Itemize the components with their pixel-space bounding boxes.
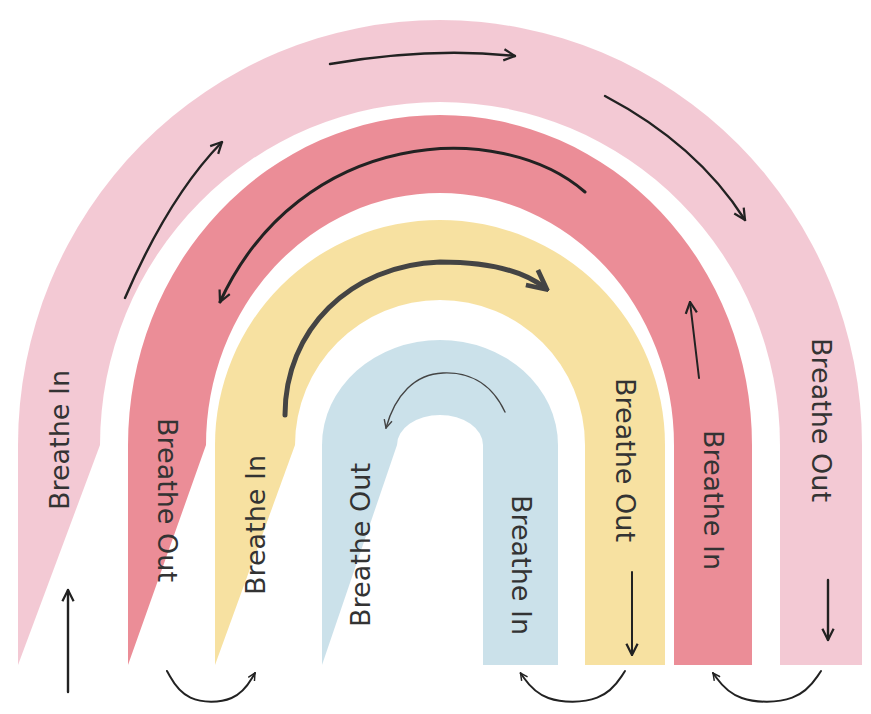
breath-label: Breathe In: [46, 370, 73, 510]
band-fill: [322, 340, 558, 665]
arrow: [125, 142, 222, 298]
arrow: [330, 53, 515, 64]
breath-label: Breathe In: [242, 455, 269, 595]
breath-label: Breathe Out: [154, 418, 181, 582]
arrow: [690, 302, 699, 378]
arrow: [285, 262, 545, 415]
arrow: [631, 572, 633, 655]
breath-label: Breathe Out: [346, 463, 373, 627]
arrow: [605, 96, 745, 220]
breath-label: Breathe Out: [612, 378, 639, 542]
arrow: [67, 590, 69, 692]
rainbow-band: Breathe Out Breathe In: [322, 340, 558, 665]
arrow: [827, 580, 829, 640]
breath-label: Breathe In: [507, 495, 534, 635]
arrow: [386, 373, 505, 428]
transition-arrow: [521, 671, 626, 702]
band-fill: [215, 220, 665, 665]
breath-label: Breathe In: [700, 430, 727, 570]
band-fill: [18, 20, 862, 665]
transition-arrow: [713, 671, 821, 702]
band-shape: [215, 220, 665, 665]
band-fill: [128, 115, 752, 665]
rainbow-band: Breathe In Breathe Out: [215, 220, 665, 665]
transition-arrow: [167, 671, 255, 702]
arrow: [220, 148, 585, 302]
breath-label: Breathe Out: [808, 338, 835, 502]
